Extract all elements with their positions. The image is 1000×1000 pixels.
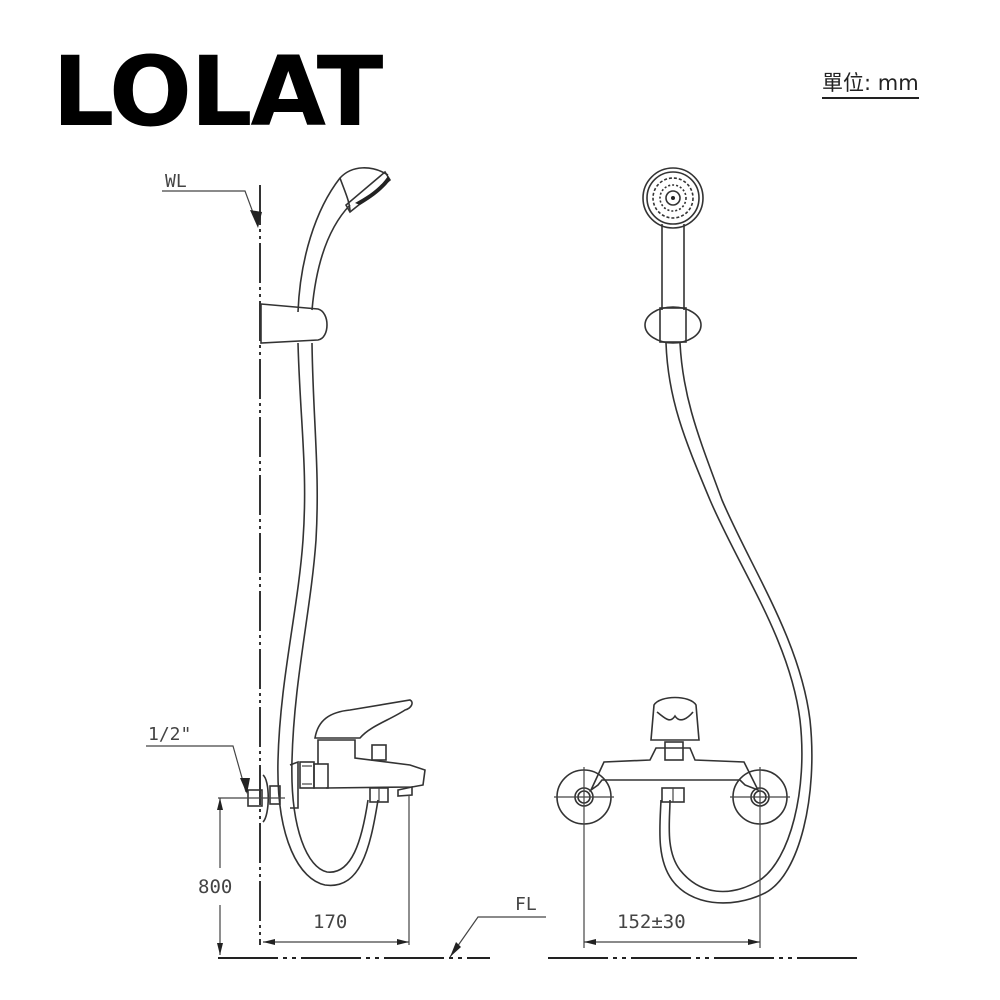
- shower-holder-side: [260, 303, 328, 344]
- arrow-icon: [250, 210, 262, 228]
- eccentric-connector-left: [554, 767, 614, 827]
- dimension-projection: 170: [263, 795, 410, 945]
- pipe-size-leader: 1/2": [146, 724, 250, 794]
- projection-dim-value: 170: [313, 911, 347, 933]
- wl-leader: WL: [162, 171, 262, 228]
- arrow-icon: [240, 778, 250, 794]
- front-view: 152±30: [548, 167, 858, 959]
- side-view: WL: [146, 167, 546, 959]
- wall-connector-side: [247, 760, 299, 823]
- fl-leader: FL: [449, 894, 546, 958]
- mixer-body-side: [299, 699, 426, 803]
- unit-label: 單位: mm: [822, 71, 919, 100]
- inlet-spacing-dim-value: 152±30: [617, 911, 686, 933]
- shower-head-front: [642, 167, 704, 229]
- arrow-icon: [450, 942, 461, 957]
- hose-side: [277, 342, 379, 887]
- fl-label: FL: [515, 894, 537, 915]
- eccentric-connector-right: [730, 767, 790, 827]
- brand-logo: LOLAT: [52, 36, 383, 148]
- mixer-body-front: [588, 696, 760, 803]
- dimension-height: 800: [198, 797, 285, 955]
- height-dim-value: 800: [198, 876, 232, 898]
- pipe-size-label: 1/2": [148, 724, 191, 745]
- wl-label: WL: [165, 171, 187, 192]
- hand-shower-side: [297, 167, 392, 313]
- hose-front: [659, 342, 813, 904]
- shower-holder-front: [644, 306, 702, 344]
- dimension-inlet-spacing: 152±30: [583, 827, 761, 948]
